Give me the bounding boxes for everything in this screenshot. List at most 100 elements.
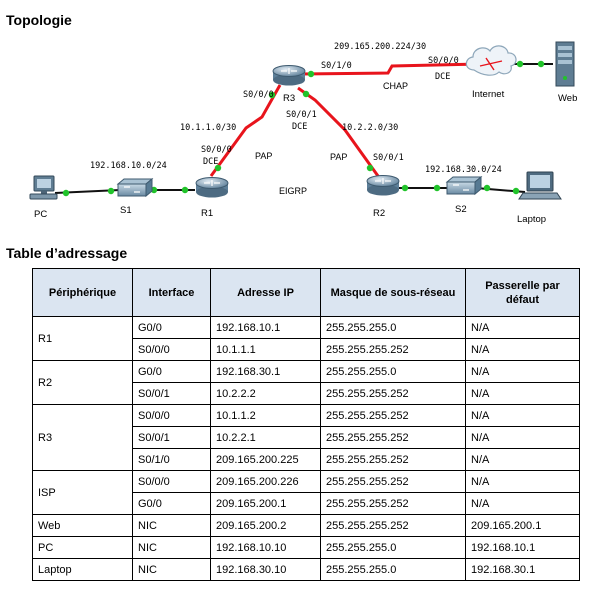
label-internet: Internet — [472, 89, 505, 100]
label-r2-pap: PAP — [330, 152, 347, 162]
ip-address-cell: 10.2.2.2 — [210, 382, 321, 405]
label-link-r1-r3: 10.1.1.0/30 — [180, 123, 236, 133]
label-r3-dce: DCE — [292, 122, 307, 132]
subnet-mask-cell: 255.255.255.252 — [320, 382, 466, 405]
interface-cell: G0/0 — [132, 492, 211, 515]
topology-diagram: PC S1 R1 R3 R2 S2 Laptop Internet Web 19… — [29, 41, 577, 225]
router-r1-icon[interactable] — [195, 177, 229, 198]
device-cell: R2 — [32, 360, 133, 405]
addressing-table: Périphérique Interface Adresse IP Masque… — [32, 268, 580, 581]
header-adresse-ip: Adresse IP — [210, 268, 321, 317]
interface-cell: S0/0/1 — [132, 382, 211, 405]
subnet-mask-cell: 255.255.255.252 — [320, 404, 466, 427]
label-r1: R1 — [201, 208, 213, 219]
ip-address-cell: 209.165.200.226 — [210, 470, 321, 493]
label-net-10: 192.168.10.0/24 — [90, 161, 167, 171]
subnet-mask-cell: 255.255.255.252 — [320, 514, 466, 537]
gateway-cell: N/A — [465, 492, 580, 515]
device-cell: R1 — [32, 316, 133, 361]
web-server-icon[interactable] — [555, 41, 575, 87]
internet-cloud-icon[interactable] — [465, 45, 517, 76]
device-cell: Laptop — [32, 558, 133, 581]
subnet-mask-cell: 255.255.255.252 — [320, 426, 466, 449]
subnet-mask-cell: 255.255.255.252 — [320, 448, 466, 471]
header-masque: Masque de sous-réseau — [320, 268, 466, 317]
header-interface: Interface — [132, 268, 211, 317]
interface-cell: G0/0 — [132, 360, 211, 383]
label-r1-dce: DCE — [203, 157, 218, 167]
switch-s1-icon[interactable] — [116, 177, 154, 198]
ip-address-cell: 10.1.1.1 — [210, 338, 321, 361]
gateway-cell: 192.168.10.1 — [465, 536, 580, 559]
interface-cell: NIC — [132, 558, 211, 581]
gateway-cell: N/A — [465, 448, 580, 471]
switch-s2-icon[interactable] — [445, 175, 483, 196]
ip-address-cell: 192.168.10.10 — [210, 536, 321, 559]
label-chap: CHAP — [383, 81, 408, 91]
gateway-cell: N/A — [465, 404, 580, 427]
label-r3: R3 — [283, 93, 295, 104]
gateway-cell: N/A — [465, 426, 580, 449]
interface-cell: G0/0 — [132, 316, 211, 339]
label-eigrp: EIGRP — [279, 186, 307, 196]
router-r2-icon[interactable] — [366, 175, 400, 196]
table-header-row: Périphérique Interface Adresse IP Masque… — [32, 268, 580, 317]
ip-address-cell: 209.165.200.225 — [210, 448, 321, 471]
ip-address-cell: 192.168.10.1 — [210, 316, 321, 339]
label-isp-dce: DCE — [435, 72, 450, 82]
subnet-mask-cell: 255.255.255.0 — [320, 360, 466, 383]
interface-cell: S0/1/0 — [132, 448, 211, 471]
gateway-cell: 209.165.200.1 — [465, 514, 580, 537]
ip-address-cell: 10.2.2.1 — [210, 426, 321, 449]
device-cell: R3 — [32, 404, 133, 471]
device-cell: ISP — [32, 470, 133, 515]
interface-cell: S0/0/0 — [132, 404, 211, 427]
interface-cell: S0/0/1 — [132, 426, 211, 449]
label-r3-s001: S0/0/1 — [286, 110, 317, 120]
gateway-cell: N/A — [465, 470, 580, 493]
label-r3-s010: S0/1/0 — [321, 61, 352, 71]
gateway-cell: N/A — [465, 316, 580, 339]
label-web: Web — [558, 93, 577, 104]
ip-address-cell: 192.168.30.1 — [210, 360, 321, 383]
gateway-cell: N/A — [465, 360, 580, 383]
router-r3-icon[interactable] — [272, 65, 306, 86]
subnet-mask-cell: 255.255.255.252 — [320, 470, 466, 493]
label-link-r3-r2: 10.2.2.0/30 — [342, 123, 398, 133]
laptop-icon[interactable] — [518, 171, 562, 200]
ip-address-cell: 192.168.30.10 — [210, 558, 321, 581]
label-net-30: 192.168.30.0/24 — [425, 165, 502, 175]
header-peripherique: Périphérique — [32, 268, 133, 317]
device-cell: Web — [32, 514, 133, 537]
label-laptop: Laptop — [517, 214, 546, 225]
label-s1: S1 — [120, 205, 132, 216]
gateway-cell: N/A — [465, 338, 580, 361]
gateway-cell: 192.168.30.1 — [465, 558, 580, 581]
interface-cell: NIC — [132, 514, 211, 537]
label-link-r3-isp: 209.165.200.224/30 — [334, 42, 426, 52]
label-r2-s001: S0/0/1 — [373, 153, 404, 163]
subnet-mask-cell: 255.255.255.252 — [320, 338, 466, 361]
pc-icon[interactable] — [29, 175, 58, 200]
ip-address-cell: 10.1.1.2 — [210, 404, 321, 427]
subnet-mask-cell: 255.255.255.0 — [320, 536, 466, 559]
label-r3-s000: S0/0/0 — [243, 90, 274, 100]
subnet-mask-cell: 255.255.255.0 — [320, 316, 466, 339]
label-r1-s000: S0/0/0 — [201, 145, 232, 155]
ip-address-cell: 209.165.200.2 — [210, 514, 321, 537]
topology-heading: Topologie — [6, 12, 72, 28]
device-cell: PC — [32, 536, 133, 559]
header-passerelle: Passerelle par défaut — [465, 268, 580, 317]
interface-cell: S0/0/0 — [132, 470, 211, 493]
